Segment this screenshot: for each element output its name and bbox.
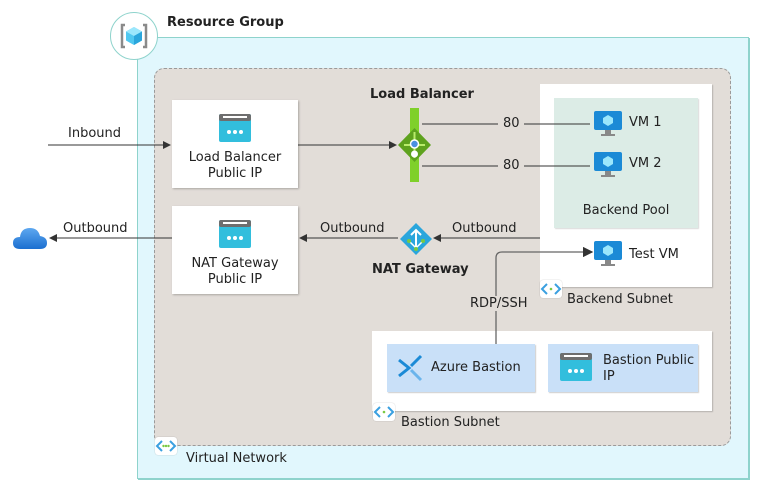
bastion-public-ip-label-line2: IP: [603, 369, 615, 384]
virtual-machine-icon: [594, 111, 622, 136]
virtual-machine-icon: [594, 241, 622, 266]
nat-public-ip-line1: NAT Gateway: [191, 256, 279, 271]
virtual-machine-icon: [594, 152, 622, 177]
bastion-public-ip-node[interactable]: Bastion Public IP: [548, 344, 698, 392]
outbound-label: Outbound: [63, 221, 128, 236]
nat-gateway-icon[interactable]: [399, 222, 433, 256]
public-ip-icon: [219, 114, 251, 142]
port-label-vm1: 80: [503, 116, 520, 131]
azure-bastion-icon: [398, 354, 423, 382]
load-balancer-public-ip-node[interactable]: Load Balancer Public IP: [172, 100, 298, 188]
virtual-network-icon: [155, 437, 177, 455]
resource-group-icon: [120, 23, 148, 49]
azure-bastion-node[interactable]: Azure Bastion: [387, 344, 535, 392]
vm1-node[interactable]: VM 1: [593, 110, 673, 140]
test-vm-node[interactable]: Test VM: [593, 240, 693, 270]
virtual-network-label: Virtual Network: [186, 451, 287, 466]
lb-public-ip-line1: Load Balancer: [188, 150, 282, 165]
backend-subnet-icon: [540, 280, 562, 298]
load-balancer-icon[interactable]: [396, 108, 436, 182]
backend-pool-label: Backend Pool: [582, 203, 670, 218]
backend-subnet-label: Backend Subnet: [567, 292, 673, 307]
nat-gateway-label: NAT Gateway: [372, 262, 469, 277]
bastion-subnet-icon: [373, 403, 395, 421]
vm2-label: VM 2: [629, 156, 662, 171]
port-label-vm2: 80: [503, 158, 520, 173]
load-balancer-label: Load Balancer: [370, 87, 474, 102]
public-ip-icon: [560, 353, 592, 381]
bastion-public-ip-label-line1: Bastion Public: [603, 353, 695, 368]
resource-group-badge: [110, 12, 158, 60]
rdp-ssh-path: [495, 246, 594, 344]
nat-outbound-left-label: Outbound: [320, 221, 385, 236]
nat-gateway-public-ip-node[interactable]: NAT Gateway Public IP: [172, 206, 298, 294]
nat-outbound-right-label: Outbound: [452, 221, 517, 236]
public-ip-icon: [219, 220, 251, 248]
cloud-icon: [13, 228, 47, 249]
vm1-label: VM 1: [629, 115, 662, 130]
test-vm-label: Test VM: [629, 247, 679, 262]
lb-public-ip-line2: Public IP: [207, 166, 263, 181]
rdp-ssh-label: RDP/SSH: [470, 296, 528, 311]
backend-pool-container: [554, 98, 698, 228]
inbound-label: Inbound: [68, 126, 122, 141]
vm2-node[interactable]: VM 2: [593, 151, 673, 181]
bastion-subnet-label: Bastion Subnet: [401, 415, 500, 430]
resource-group-label: Resource Group: [167, 15, 284, 30]
azure-bastion-label: Azure Bastion: [431, 360, 521, 375]
nat-public-ip-line2: Public IP: [207, 272, 263, 287]
